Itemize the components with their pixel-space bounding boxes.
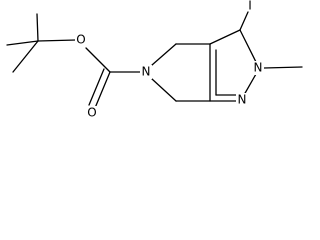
bond-n-to-ch2-top (151, 43, 177, 66)
atom-nitrogen-ring: N (140, 65, 152, 79)
molecule-structure: I O O N N N (6, 0, 303, 120)
atom-nitrogen-imine: N (236, 93, 248, 107)
bond-tbu-bottom (12, 40, 39, 73)
bond-n2-to-methyl (263, 66, 303, 69)
bonds (6, 11, 303, 109)
bond-tbu-left (6, 40, 39, 46)
bond-o-to-carbonyl (85, 47, 111, 73)
atom-iodine: I (248, 0, 252, 13)
bond-tbu-to-o (37, 39, 77, 42)
atom-oxygen-ester: O (75, 33, 87, 47)
atom-iodine-label: I (248, 0, 252, 13)
bond-c3-to-iodine (239, 11, 249, 31)
bond-c3-to-n2 (239, 29, 257, 63)
bond-carbonyl-double-b (88, 68, 105, 106)
atom-oxygen-carbonyl: O (86, 106, 98, 120)
atom-oxygen-carbonyl-label: O (87, 106, 96, 120)
bond-n-to-ch2-bottom (151, 78, 177, 102)
atom-labels: I O O N N N (75, 0, 264, 120)
atom-oxygen-ester-label: O (76, 33, 85, 47)
atom-nitrogen-methyl: N (252, 61, 264, 75)
bond-n2-to-n1 (243, 73, 257, 96)
bond-c3a-to-c3 (209, 29, 241, 45)
atom-nitrogen-imine-label: N (238, 93, 247, 107)
atom-nitrogen-ring-label: N (142, 65, 151, 79)
bond-carbonyl-double-a (94, 71, 111, 109)
atom-nitrogen-methyl-label: N (254, 61, 263, 75)
bond-tbu-top (36, 13, 39, 42)
